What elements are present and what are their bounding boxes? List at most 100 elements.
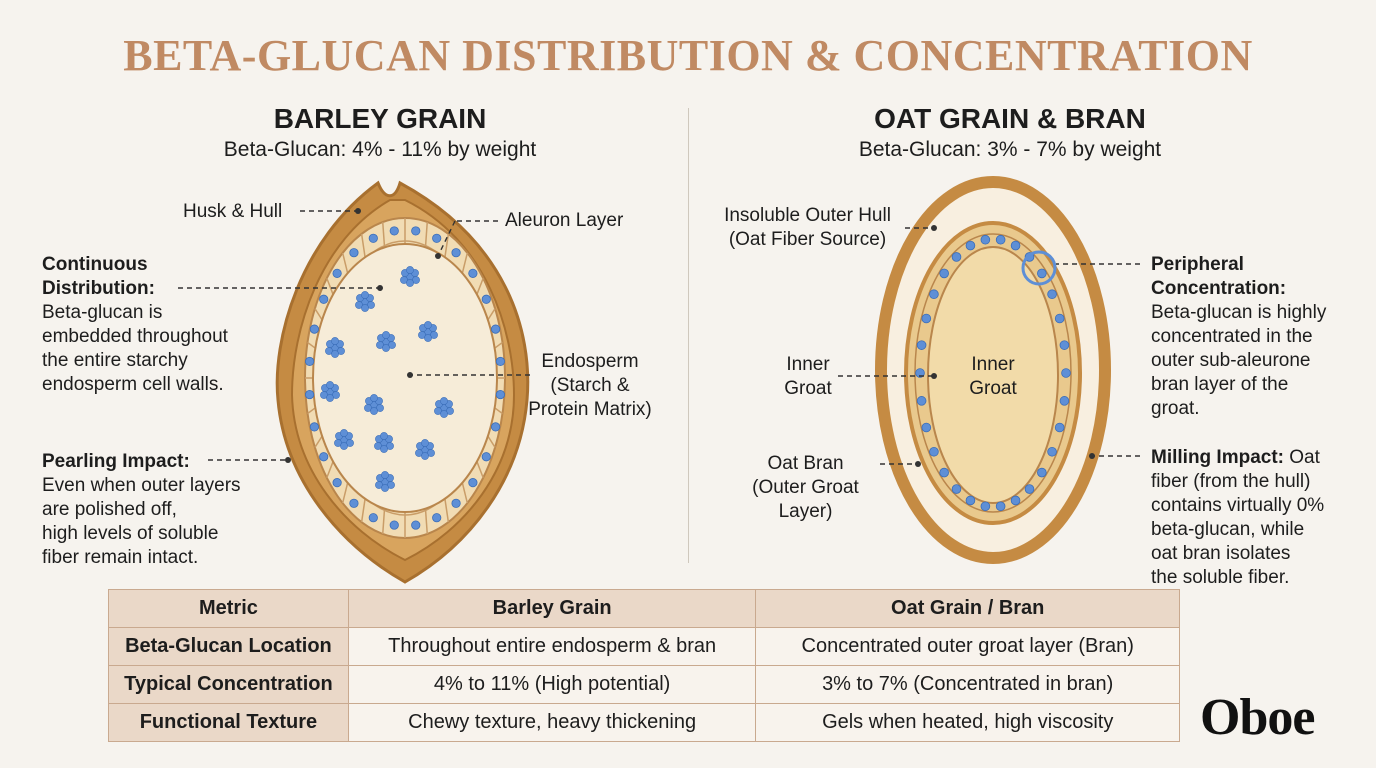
milling-body-4: oat bran isolates — [1151, 543, 1291, 564]
glucan-dot — [1061, 368, 1071, 378]
glucan-dot — [965, 495, 976, 506]
glucan-dot — [319, 452, 329, 462]
milling-title: Milling Impact: — [1151, 447, 1284, 468]
continuous-body-4: endosperm cell walls. — [42, 374, 224, 395]
endosperm-line1: Endosperm — [541, 351, 639, 372]
glucan-dot — [319, 294, 329, 304]
glucan-dot — [332, 268, 342, 278]
leader-dots — [285, 208, 1095, 467]
glucan-dot — [349, 248, 359, 258]
oat-title: OAT GRAIN & BRAN — [874, 103, 1146, 134]
glucan-dot — [468, 478, 478, 488]
glucan-dot — [389, 520, 399, 530]
glucan-dot — [349, 498, 359, 508]
pearling-title: Pearling Impact: — [42, 451, 190, 472]
glucan-cluster — [400, 266, 420, 287]
glucan-dot — [468, 268, 478, 278]
glucan-dot — [929, 446, 939, 457]
leader-lines — [178, 210, 1140, 465]
inner-groat-left-2: Groat — [784, 378, 832, 399]
glucan-dot — [411, 520, 421, 530]
label-husk-hull: Husk & Hull — [183, 201, 283, 222]
glucan-dot — [1037, 467, 1047, 478]
label-milling-impact: Milling Impact: Oat fiber (from the hull… — [1151, 446, 1324, 590]
endosperm-line2: (Starch & — [550, 375, 630, 396]
peripheral-title-2: Concentration: — [1151, 278, 1287, 299]
glucan-cluster — [325, 337, 345, 358]
hull-line2: (Oat Fiber Source) — [728, 229, 887, 250]
glucan-dot — [481, 452, 491, 462]
table-header-row: Metric Barley Grain Oat Grain / Bran — [108, 589, 1180, 628]
barley-subtitle: Beta-Glucan: 4% - 11% by weight — [223, 138, 537, 161]
glucan-cluster — [320, 381, 340, 402]
peripheral-body-5: groat. — [1151, 398, 1200, 419]
row-label: Functional Texture — [108, 703, 349, 742]
pearling-body-3: high levels of soluble — [42, 523, 219, 544]
row-cell: 3% to 7% (Concentrated in bran) — [755, 665, 1180, 704]
glucan-dot — [1059, 340, 1070, 350]
oat-bran-line2: (Outer Groat — [752, 477, 859, 498]
table-row: Functional Texture Chewy texture, heavy … — [108, 703, 1180, 742]
glucan-dot — [939, 467, 949, 478]
milling-body-1: fiber (from the hull) — [1151, 471, 1311, 492]
glucan-cluster — [415, 439, 435, 460]
row-label: Typical Concentration — [108, 665, 349, 704]
glucan-dot — [1010, 240, 1021, 251]
glucan-dot — [1059, 396, 1070, 406]
continuous-body-1: Beta-glucan is — [42, 302, 163, 323]
oat-inner-groat — [927, 246, 1059, 504]
peripheral-title-1: Peripheral — [1151, 254, 1244, 275]
glucan-dot — [929, 289, 939, 300]
hull-line1: Insoluble Outer Hull — [724, 205, 891, 226]
header-oat: Oat Grain / Bran — [755, 589, 1180, 628]
continuous-body-3: the entire starchy — [42, 350, 188, 371]
oboe-logo: Oboe — [1200, 689, 1315, 746]
pearling-body-4: fiber remain intact. — [42, 547, 199, 568]
glucan-dot — [389, 226, 399, 236]
milling-body-3: beta-glucan, while — [1151, 519, 1305, 540]
glucan-dot — [368, 233, 378, 243]
oat-bran-line3: Layer) — [778, 501, 833, 522]
glucan-cluster — [418, 321, 438, 342]
inner-groat-left-1: Inner — [786, 354, 830, 375]
milling-body-2: contains virtually 0% — [1151, 495, 1325, 516]
glucan-cluster — [375, 471, 395, 492]
glucan-cluster — [374, 432, 394, 453]
glucan-dot — [965, 240, 976, 251]
barley-endosperm — [312, 243, 498, 513]
glucan-dot — [451, 248, 461, 258]
glucan-dot — [481, 294, 491, 304]
barley-aleuron-dots — [305, 226, 505, 530]
header-barley: Barley Grain — [347, 589, 757, 628]
oat-subtitle: Beta-Glucan: 3% - 7% by weight — [858, 138, 1162, 161]
label-outer-hull: Insoluble Outer Hull (Oat Fiber Source) — [705, 204, 910, 252]
glucan-dot — [1047, 446, 1057, 457]
row-cell: Gels when heated, high viscosity — [755, 703, 1180, 742]
barley-glucan-clusters — [320, 266, 454, 492]
glucan-dot — [951, 252, 962, 262]
label-inner-groat-left: Inner Groat — [775, 353, 841, 401]
glucan-dot — [309, 324, 319, 334]
glucan-dot — [368, 513, 378, 523]
glucan-dot — [916, 396, 927, 406]
panel-divider — [688, 108, 689, 563]
label-endosperm: Endosperm (Starch & Protein Matrix) — [515, 350, 665, 422]
glucan-dot — [1054, 313, 1065, 324]
oat-grain-illustration — [875, 176, 1111, 564]
label-peripheral-concentration: Peripheral Concentration: Beta-glucan is… — [1151, 253, 1326, 421]
barley-grain-illustration — [275, 180, 530, 584]
label-oat-bran: Oat Bran (Outer Groat Layer) — [738, 452, 873, 524]
continuous-body-2: embedded throughout — [42, 326, 228, 347]
table-row: Typical Concentration 4% to 11% (High po… — [108, 665, 1180, 704]
glucan-dot — [305, 356, 315, 367]
pearling-body-1: Even when outer layers — [42, 475, 241, 496]
milling-body-first: Oat — [1284, 447, 1320, 468]
glucan-dot — [995, 501, 1006, 512]
row-cell: Throughout entire endosperm & bran — [347, 627, 757, 666]
glucan-cluster — [355, 291, 375, 312]
glucan-dot — [1047, 289, 1057, 300]
glucan-dot — [432, 233, 442, 243]
peripheral-body-3: outer sub-aleurone — [1151, 350, 1311, 371]
glucan-dot — [951, 484, 962, 494]
glucan-dot — [309, 422, 319, 432]
